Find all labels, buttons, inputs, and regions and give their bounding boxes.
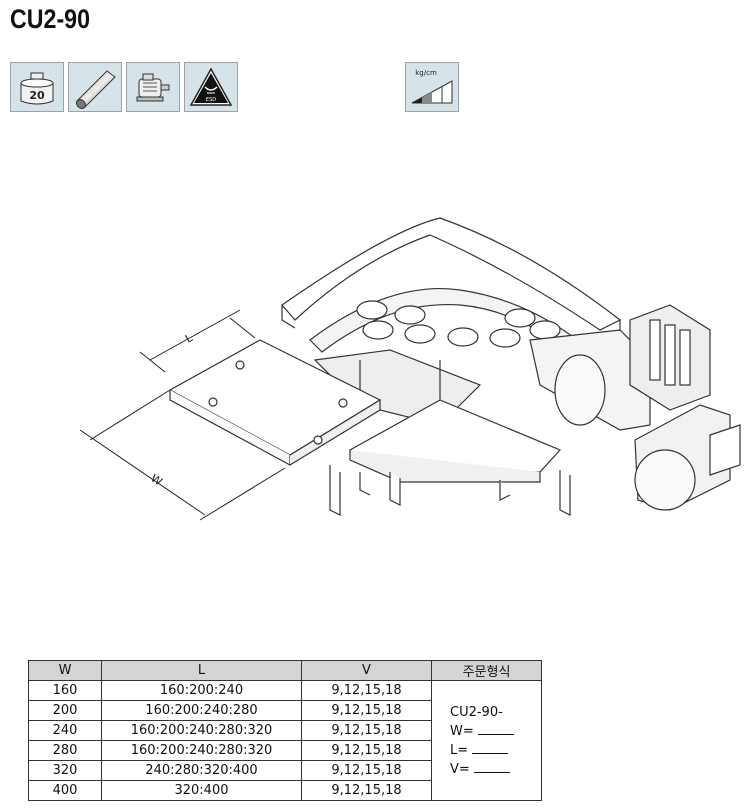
cell-l: 160:200:240 [101, 680, 302, 701]
cell-w: 200 [28, 700, 102, 721]
cell-l: 320:400 [101, 780, 302, 801]
cell-w: 280 [28, 740, 102, 761]
table-row: 160 160:200:240 9,12,15,18 CU2-90- W= L=… [28, 680, 542, 801]
order-v-line: V= [450, 760, 541, 779]
cell-w: 160 [28, 680, 102, 701]
dim-l-label: L [183, 331, 196, 346]
header-order: 주문형식 [431, 660, 542, 681]
page-title: CU2-90 [10, 4, 91, 34]
order-v-label: V= [450, 761, 470, 777]
motor-icon [126, 62, 180, 112]
order-w-label: W= [450, 723, 474, 739]
order-l-label: L= [450, 742, 469, 758]
table-row: 280 160:200:240:280:320 9,12,15,18 [28, 740, 542, 761]
cell-v: 9,12,15,18 [301, 740, 432, 761]
cell-v: 9,12,15,18 [301, 680, 432, 701]
cell-w: 400 [28, 780, 102, 801]
esd-label: ESD [206, 97, 216, 103]
load-capacity-icon: kg/cm [405, 62, 459, 112]
weight-label: 20 [29, 89, 45, 102]
cell-w: 320 [28, 760, 102, 781]
weight-20-icon: 20 [10, 62, 64, 112]
cell-v: 9,12,15,18 [301, 720, 432, 741]
cell-v: 9,12,15,18 [301, 780, 432, 801]
cell-v: 9,12,15,18 [301, 700, 432, 721]
esd-icon: ESD [184, 62, 238, 112]
order-v-blank [473, 760, 510, 773]
cell-l: 160:200:240:280 [101, 700, 302, 721]
order-format-cell: CU2-90- W= L= V= [431, 680, 542, 801]
cell-l: 160:200:240:280:320 [101, 720, 302, 741]
cell-v: 9,12,15,18 [301, 760, 432, 781]
cell-l: 160:200:240:280:320 [101, 740, 302, 761]
order-w-blank [477, 722, 514, 735]
table-row: 200 160:200:240:280 9,12,15,18 [28, 700, 542, 721]
order-l-blank [472, 741, 509, 754]
spec-table: W L V 주문형식 160 160:200:240 9,12,15,18 CU… [28, 660, 542, 801]
order-l-line: L= [450, 741, 541, 760]
order-w-line: W= [450, 722, 541, 741]
order-model: CU2-90- [450, 704, 503, 720]
header-l: L [101, 660, 302, 681]
table-header-row: W L V 주문형식 [28, 660, 542, 681]
roller-rod-icon [68, 62, 122, 112]
load-unit-label: kg/cm [415, 69, 437, 77]
table-row: 400 320:400 9,12,15,18 [28, 780, 542, 801]
cell-w: 240 [28, 720, 102, 741]
header-w: W [28, 660, 102, 681]
header-v: V [301, 660, 432, 681]
cell-l: 240:280:320:400 [101, 760, 302, 781]
curve-conveyor-drawing: L W [79, 217, 741, 521]
